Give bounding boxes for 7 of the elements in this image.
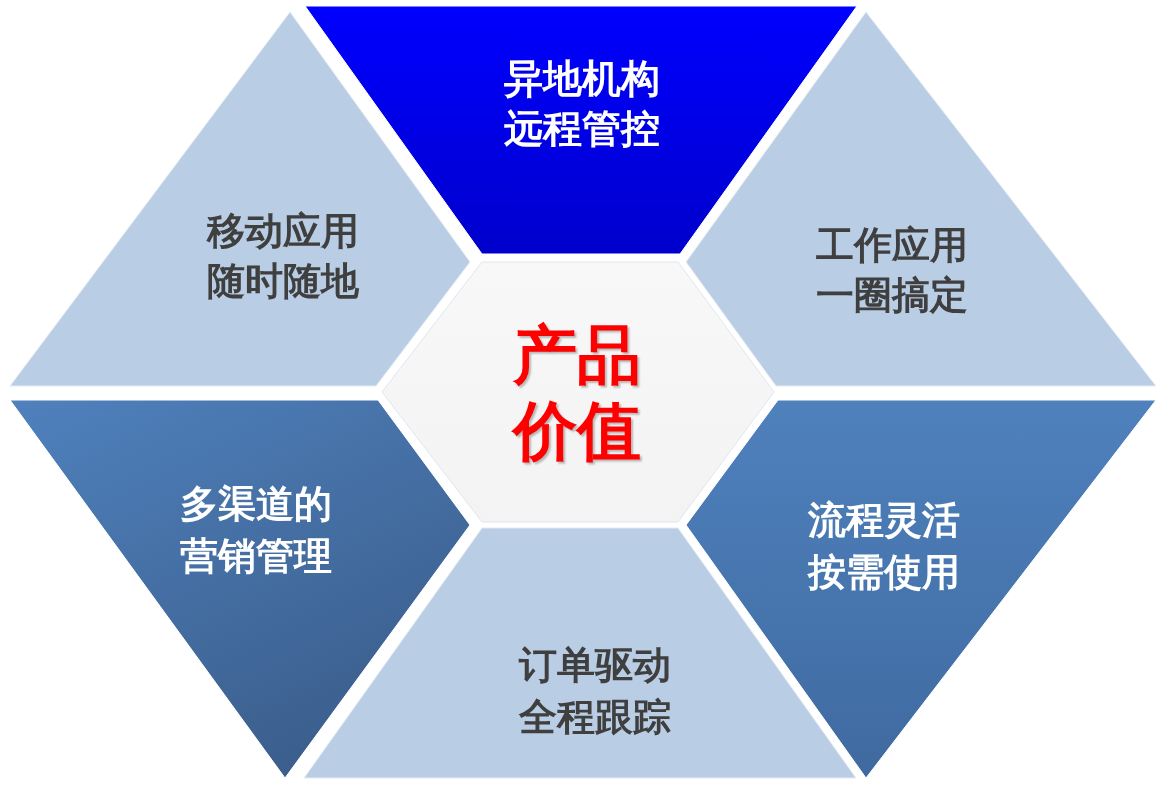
segment-label: 流程灵活按需使用 — [806, 497, 961, 596]
segment-label: 多渠道的营销管理 — [179, 481, 333, 580]
segment-label: 移动应用随时随地 — [205, 208, 360, 305]
segment-label: 异地机构远程管控 — [503, 55, 661, 153]
segment-label: 工作应用一圈搞定 — [815, 222, 969, 319]
center-title: 产品价值 — [511, 317, 642, 469]
segment-label: 订单驱动全程跟踪 — [517, 642, 672, 741]
